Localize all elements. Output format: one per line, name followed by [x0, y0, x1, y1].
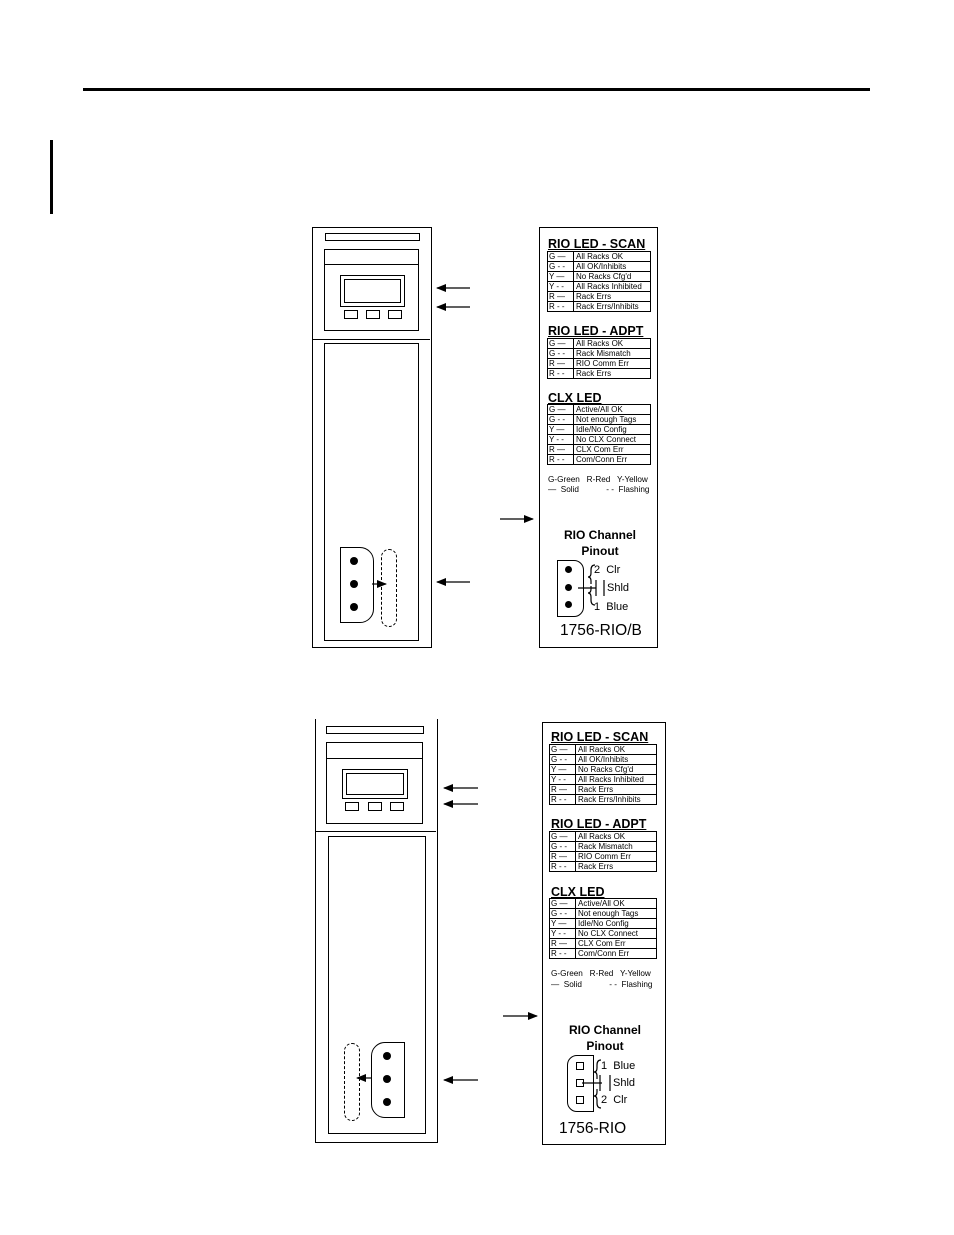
legend-patterns: — Solid - - Flashing — [548, 485, 650, 494]
header-rule — [83, 88, 870, 91]
connector-pin-top — [350, 557, 358, 565]
led-table-adpt: G —All Racks OK G - -Rack Mismatch R —RI… — [547, 338, 651, 379]
module-button-3 — [388, 310, 402, 319]
table-row: R - -Com/Conn Err — [549, 948, 657, 959]
led-table-scan: G —All Racks OK G - -All OK/Inhibits Y —… — [549, 744, 657, 805]
section-title: RIO LED - ADPT — [551, 817, 647, 831]
pinout-pin-1 — [576, 1062, 584, 1070]
pin-label: 1 Blue — [594, 601, 629, 613]
cable-plug-outline — [344, 1043, 360, 1121]
led-meaning: Rack Errs — [573, 368, 651, 379]
cable-plug-outline — [381, 549, 397, 627]
module-button-1 — [345, 802, 359, 811]
led-table-clx: G —Active/All OK G - -Not enough Tags Y … — [549, 898, 657, 959]
display-divider — [326, 758, 423, 759]
pin-label: 2 Clr — [594, 564, 621, 576]
module-top-slot — [325, 233, 420, 241]
catalog-number: 1756-RIO/B — [560, 622, 642, 639]
connector-pin-top — [383, 1052, 391, 1060]
led-table-clx: G —Active/All OK G - -Not enough Tags Y … — [547, 404, 651, 465]
display-window — [340, 275, 405, 307]
section-title: CLX LED — [551, 885, 605, 899]
legend-colors: G-Green R-Red Y-Yellow — [548, 475, 648, 484]
connector-pin-bottom — [350, 603, 358, 611]
pin-bracket — [593, 1059, 602, 1079]
led-meaning: Com/Conn Err — [573, 454, 651, 465]
table-row: R - -Rack Errs/Inhibits — [549, 794, 657, 805]
table-row: R - -Rack Errs/Inhibits — [547, 301, 651, 312]
section-title: RIO LED - ADPT — [548, 324, 644, 338]
display-divider — [324, 264, 419, 265]
pinout-subtitle: Pinout — [581, 544, 619, 558]
module-button-2 — [366, 310, 380, 319]
module-divider — [315, 831, 436, 832]
pin-bracket — [593, 1089, 602, 1109]
connector-pin-middle — [350, 580, 358, 588]
pinout-pin-1 — [565, 566, 572, 573]
module-button-3 — [390, 802, 404, 811]
change-bar — [50, 140, 53, 214]
led-meaning: Rack Errs/Inhibits — [575, 794, 657, 805]
legend-patterns: — Solid - - Flashing — [551, 980, 653, 989]
pinout-title: RIO Channel — [568, 1023, 641, 1037]
pinout-pin-2 — [565, 584, 572, 591]
legend-colors: G-Green R-Red Y-Yellow — [551, 969, 651, 978]
table-row: R - -Com/Conn Err — [547, 454, 651, 465]
catalog-number: 1756-RIO — [559, 1120, 627, 1137]
section-title: RIO LED - SCAN — [548, 237, 646, 251]
pin-bracket — [587, 564, 596, 584]
led-table-adpt: G —All Racks OK G - -Rack Mismatch R —RI… — [549, 831, 657, 872]
pinout-pin-3 — [576, 1096, 584, 1104]
section-title: CLX LED — [548, 391, 602, 405]
pin-label: Shld — [613, 1077, 636, 1089]
section-title: RIO LED - SCAN — [551, 730, 649, 744]
connector-pin-bottom — [383, 1098, 391, 1106]
pin-label: 2 Clr — [601, 1094, 628, 1106]
table-row: R - -Rack Errs — [549, 861, 657, 872]
module-button-2 — [368, 802, 382, 811]
module-divider — [312, 339, 430, 340]
pinout-subtitle: Pinout — [586, 1039, 624, 1053]
pin-bracket — [587, 586, 596, 606]
display-screen — [344, 279, 401, 303]
module-top-slot — [326, 726, 424, 734]
pin-label: Shld — [607, 582, 630, 594]
pinout-pin-3 — [565, 601, 572, 608]
led-meaning: Rack Errs — [575, 861, 657, 872]
led-meaning: Com/Conn Err — [575, 948, 657, 959]
pin-label: 1 Blue — [601, 1060, 636, 1072]
connector-pin-middle — [383, 1075, 391, 1083]
display-screen — [346, 773, 404, 795]
led-table-scan: G —All Racks OK G - -All OK/Inhibits Y —… — [547, 251, 651, 312]
led-meaning: Rack Errs/Inhibits — [573, 301, 651, 312]
table-row: R - -Rack Errs — [547, 368, 651, 379]
module-button-1 — [344, 310, 358, 319]
pinout-title: RIO Channel — [563, 528, 636, 542]
